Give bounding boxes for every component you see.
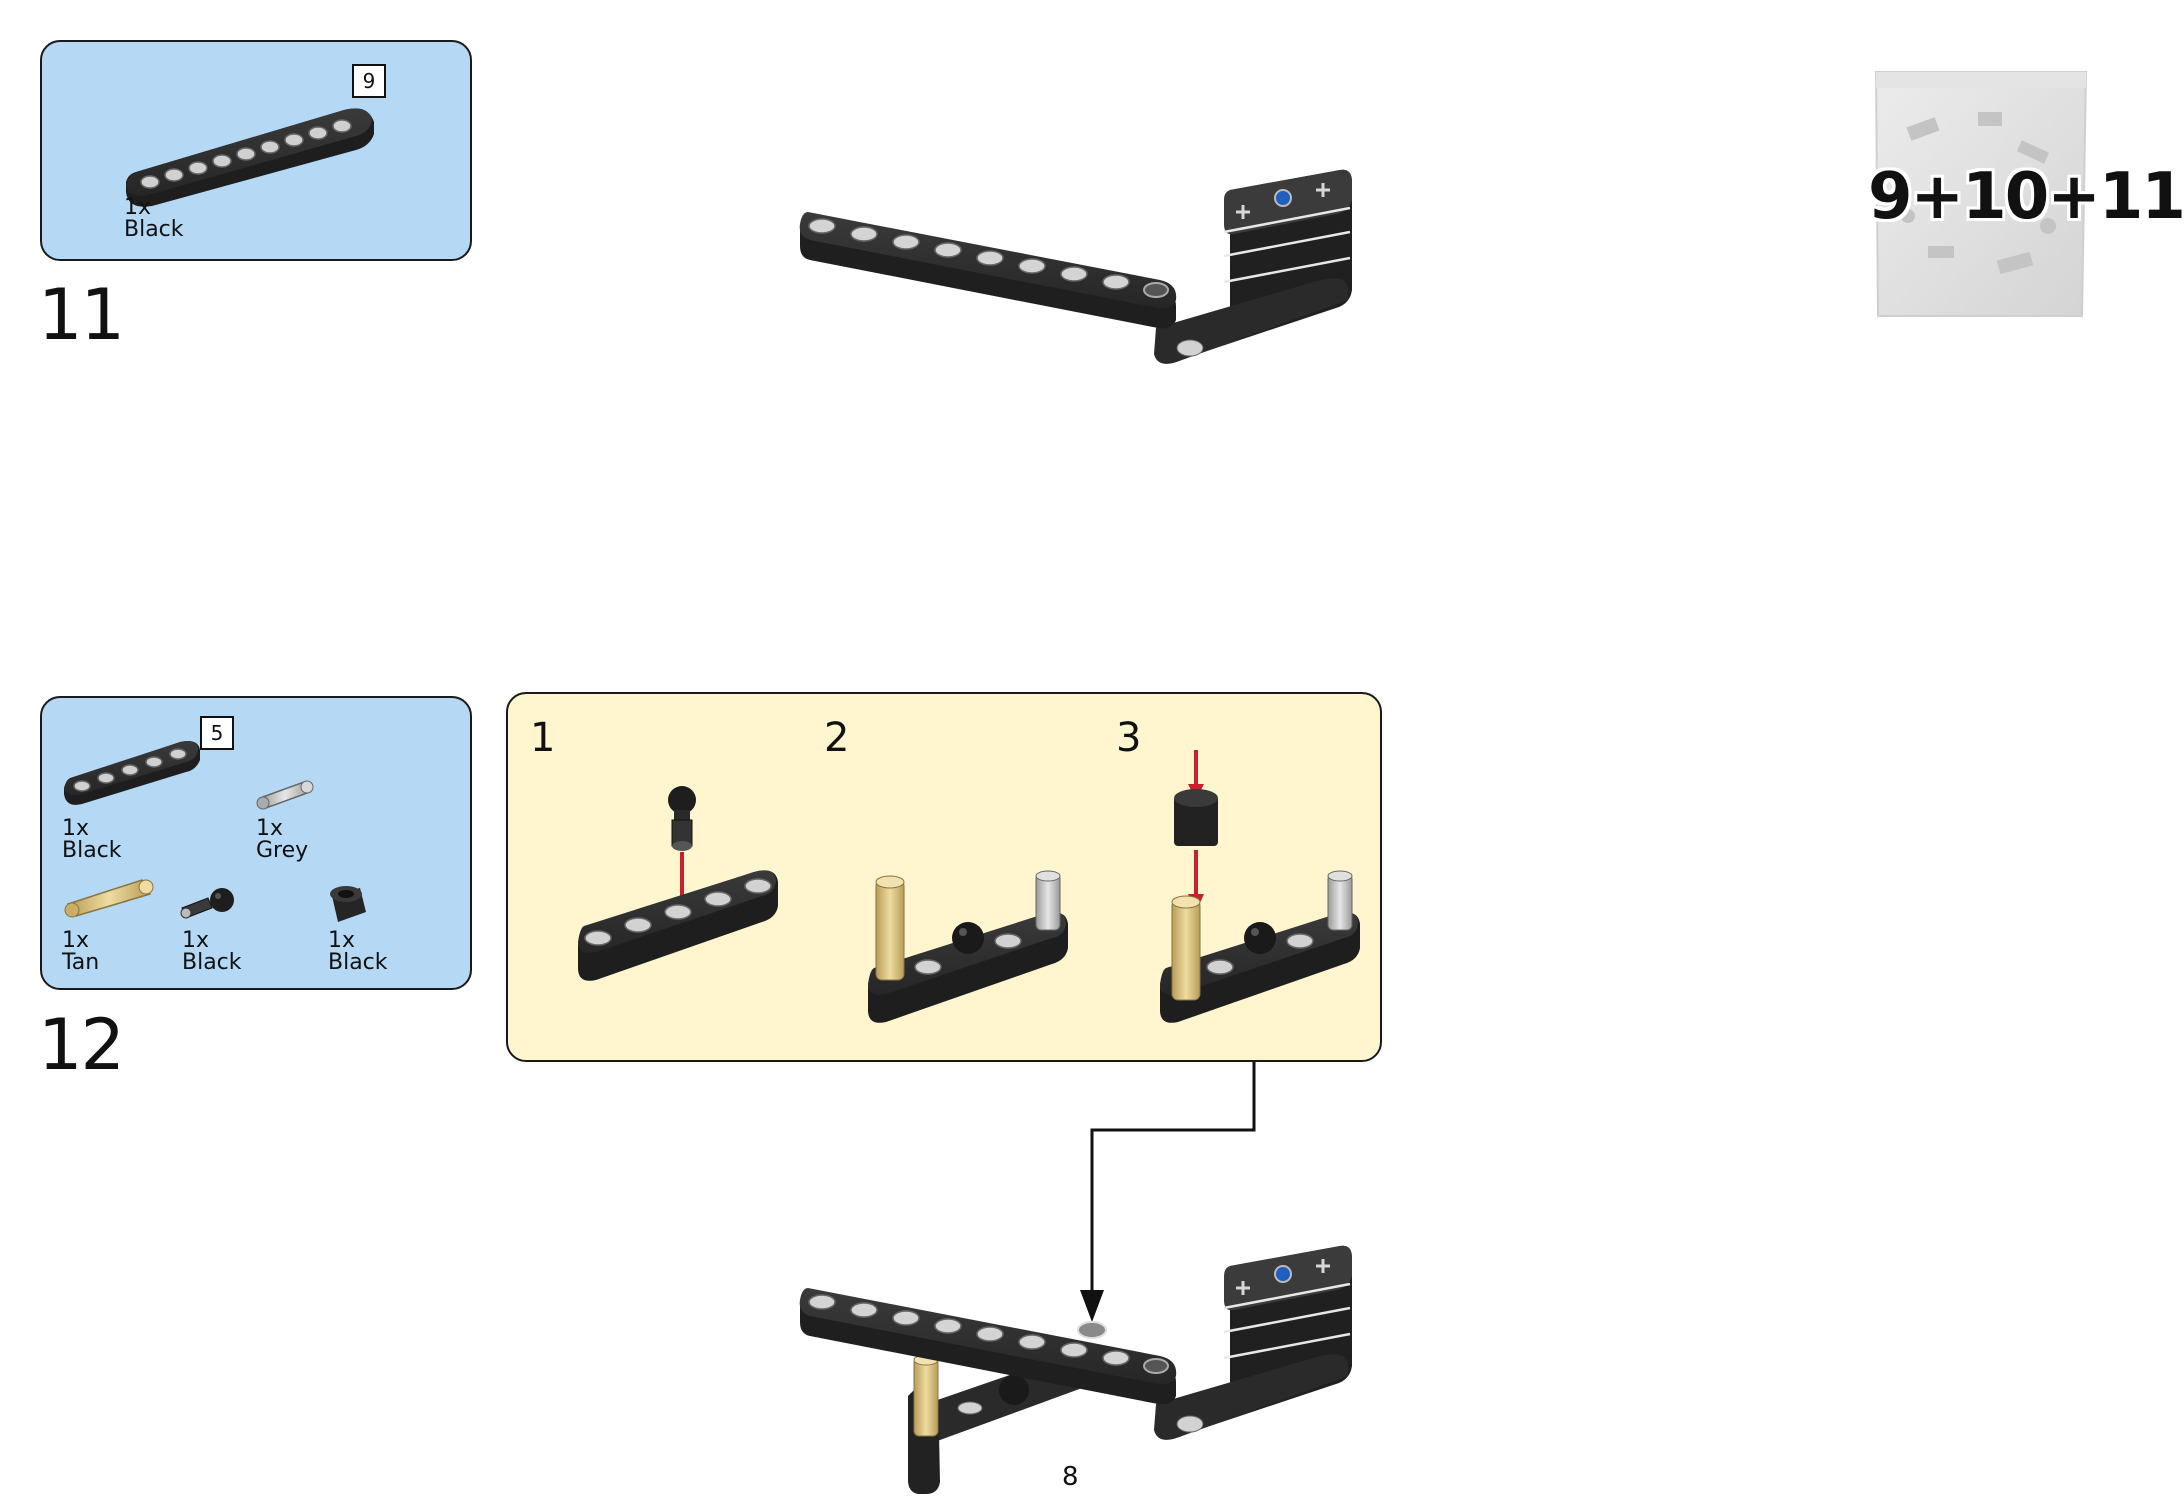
part-color: Tan xyxy=(62,950,100,975)
substep-box: 1 2 3 xyxy=(506,692,1382,1062)
part-color: Black xyxy=(328,950,388,975)
assembly-step-11 xyxy=(799,169,1352,364)
substep-3-illustration xyxy=(1160,750,1360,1023)
step-number-12: 12 xyxy=(38,1004,125,1086)
assembly-step-12 xyxy=(799,1245,1352,1494)
beam-5-icon xyxy=(64,741,200,805)
part-qty: 1x xyxy=(62,928,90,953)
length-badge: 9 xyxy=(352,64,386,98)
pin-axle-grey-icon xyxy=(256,780,314,810)
part-qty: 1x xyxy=(182,928,210,953)
part-color: Black xyxy=(182,950,242,975)
substep-number-1: 1 xyxy=(530,715,556,761)
part-color: Grey xyxy=(256,838,309,863)
substep-number-3: 3 xyxy=(1116,715,1142,761)
part-label: 1x Tan xyxy=(62,930,99,974)
pin-long-tan-icon xyxy=(64,879,154,918)
part-qty: 1x xyxy=(124,195,152,220)
substep-1-illustration xyxy=(578,786,778,981)
part-label: 1x Black xyxy=(62,818,122,862)
length-badge: 5 xyxy=(200,716,234,750)
part-label: 1x Black xyxy=(124,197,184,241)
part-qty: 1x xyxy=(328,928,356,953)
parts-list-step-11: 9 1x Black xyxy=(40,40,472,261)
part-label: 1x Black xyxy=(328,930,388,974)
substep-2-illustration xyxy=(868,870,1068,1023)
substep-number-2: 2 xyxy=(824,715,850,761)
callout-connector-arrow xyxy=(1080,1062,1256,1322)
parts-bag-icon xyxy=(1874,71,2088,317)
parts-list-step-12: 5 1x Black 1x Grey 1x Tan 1x Black 1x Bl xyxy=(40,696,472,990)
part-qty: 1x xyxy=(256,816,284,841)
part-qty: 1x xyxy=(62,816,90,841)
bag-label: 9+10+11 xyxy=(1868,160,2184,234)
ball-socket-black-icon xyxy=(330,886,366,922)
part-color: Black xyxy=(62,838,122,863)
page-number: 8 xyxy=(1062,1462,1079,1492)
ball-pin-black-icon xyxy=(180,888,234,919)
beam-9-icon xyxy=(126,108,374,207)
part-color: Black xyxy=(124,217,184,242)
step-number-11: 11 xyxy=(38,274,125,356)
part-label: 1x Grey xyxy=(256,818,308,862)
part-label: 1x Black xyxy=(182,930,242,974)
